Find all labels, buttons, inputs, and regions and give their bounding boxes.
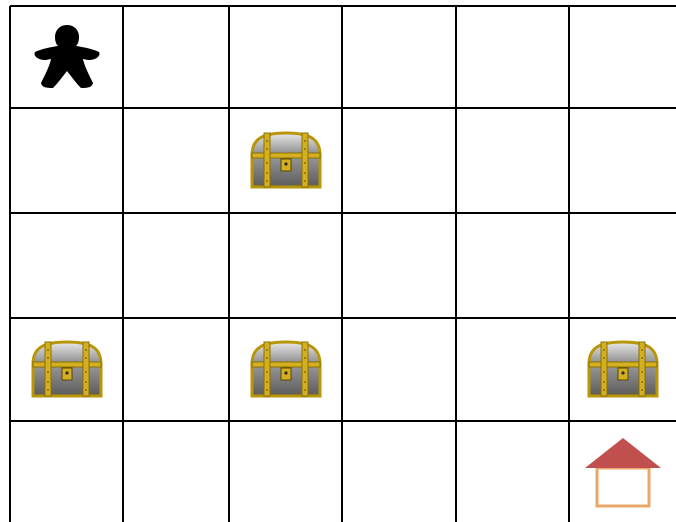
board-cell[interactable] (457, 7, 568, 107)
board-cell[interactable] (570, 109, 675, 212)
board-cell[interactable] (343, 109, 455, 212)
board-cell[interactable] (570, 214, 675, 317)
treasure-chest-icon (246, 129, 326, 193)
board-cell[interactable] (570, 7, 675, 107)
meeple-icon (31, 21, 103, 93)
board-cell[interactable] (124, 214, 228, 317)
board-cell[interactable] (457, 109, 568, 212)
treasure-chest-icon (583, 338, 663, 402)
board-cell[interactable] (343, 7, 455, 107)
treasure-chest-icon (246, 338, 326, 402)
board-cell[interactable] (124, 319, 228, 420)
house-icon (583, 434, 663, 510)
board-cell[interactable] (457, 319, 568, 420)
board-cell[interactable] (457, 422, 568, 521)
board-cell[interactable] (457, 214, 568, 317)
board-cell[interactable] (11, 214, 122, 317)
board-cell[interactable] (124, 7, 228, 107)
board-cell[interactable] (343, 214, 455, 317)
board-cell[interactable] (343, 422, 455, 521)
board-cell[interactable] (124, 109, 228, 212)
board-cell[interactable] (230, 422, 341, 521)
board-cell[interactable] (124, 422, 228, 521)
treasure-chest-icon (27, 338, 107, 402)
board-cell[interactable] (343, 319, 455, 420)
board-cell[interactable] (230, 214, 341, 317)
board-cell[interactable] (11, 109, 122, 212)
board-cell[interactable] (230, 7, 341, 107)
board-cell[interactable] (11, 422, 122, 521)
